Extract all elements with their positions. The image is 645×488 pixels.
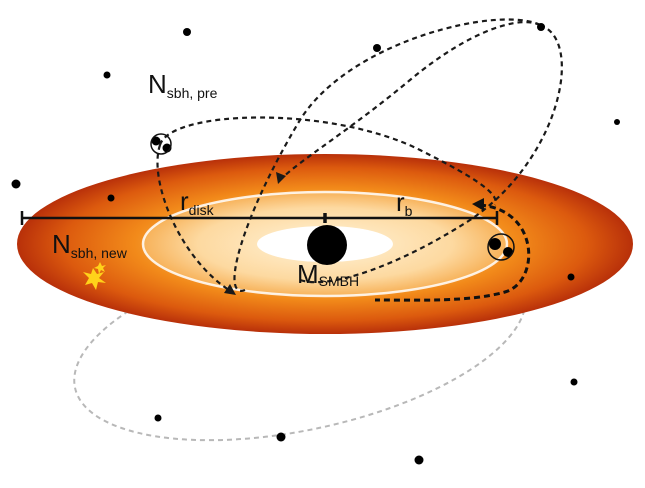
label-n-pre: Nsbh, pre <box>148 69 218 101</box>
star-dot <box>107 194 115 202</box>
binary-black-hole-icon <box>150 133 172 155</box>
star-dot <box>373 44 381 52</box>
orbit-large-arrow <box>276 172 286 184</box>
label-r-b: rb <box>396 187 413 219</box>
binary-black-hole-icon <box>487 233 515 261</box>
orbit-left-dark <box>156 116 497 293</box>
smbh <box>307 225 347 265</box>
orbit-large-return <box>279 21 541 181</box>
star-dot <box>537 23 545 31</box>
star-dot <box>567 273 575 281</box>
orbit-left-arrow <box>224 284 236 295</box>
label-r-disk: rdisk <box>180 186 215 218</box>
star-dot <box>11 179 21 189</box>
star-dot <box>614 119 620 125</box>
field-stars <box>11 23 620 465</box>
star-dot <box>183 28 191 36</box>
label-m-smbh: MSMBH <box>297 259 359 289</box>
star-dot <box>103 71 111 79</box>
migration-arc <box>374 203 531 302</box>
label-n-now: Nsbh, new <box>52 229 128 261</box>
star-dot <box>154 414 162 422</box>
star-dot <box>570 378 578 386</box>
migration-arrow <box>472 198 484 211</box>
star-dot <box>414 455 424 465</box>
starburst-icon <box>83 262 106 290</box>
star-dot <box>276 432 286 442</box>
